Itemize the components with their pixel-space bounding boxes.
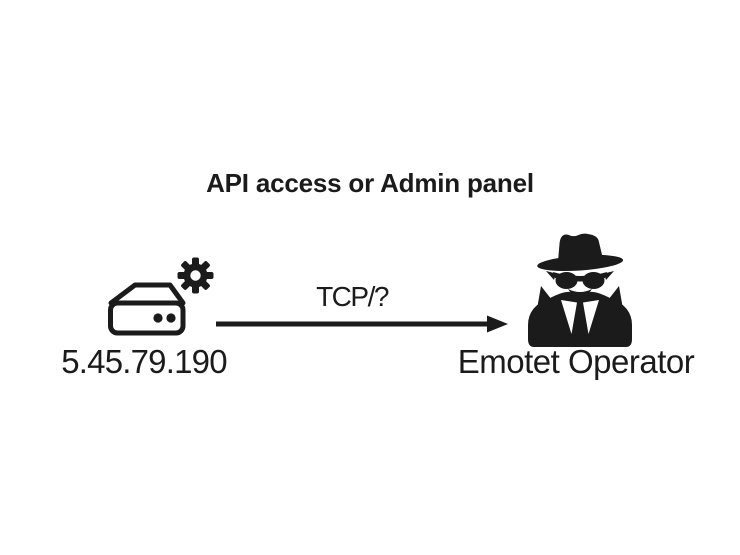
connection-label: TCP/?: [316, 281, 389, 312]
source-node-label: 5.45.79.190: [61, 343, 227, 380]
spy-silhouette: [528, 233, 632, 347]
gear-hole: [190, 270, 201, 281]
server-front-face: [108, 300, 186, 336]
server-top-face: [108, 282, 186, 306]
server-led-dots: [153, 313, 176, 323]
spy-icon: [528, 233, 632, 347]
spy-hat: [537, 233, 624, 272]
spy-lapels: [561, 300, 599, 334]
spy-body: [528, 291, 632, 347]
server-icon: [108, 282, 186, 336]
connection-arrow: [216, 315, 508, 333]
target-node-label: Emotet Operator: [457, 343, 695, 380]
spy-glasses: [546, 271, 614, 289]
gear-icon: [177, 257, 214, 294]
spy-goatee: [568, 289, 592, 302]
arrow-head: [487, 315, 508, 333]
diagram-title: API access or Admin panel: [206, 168, 534, 198]
